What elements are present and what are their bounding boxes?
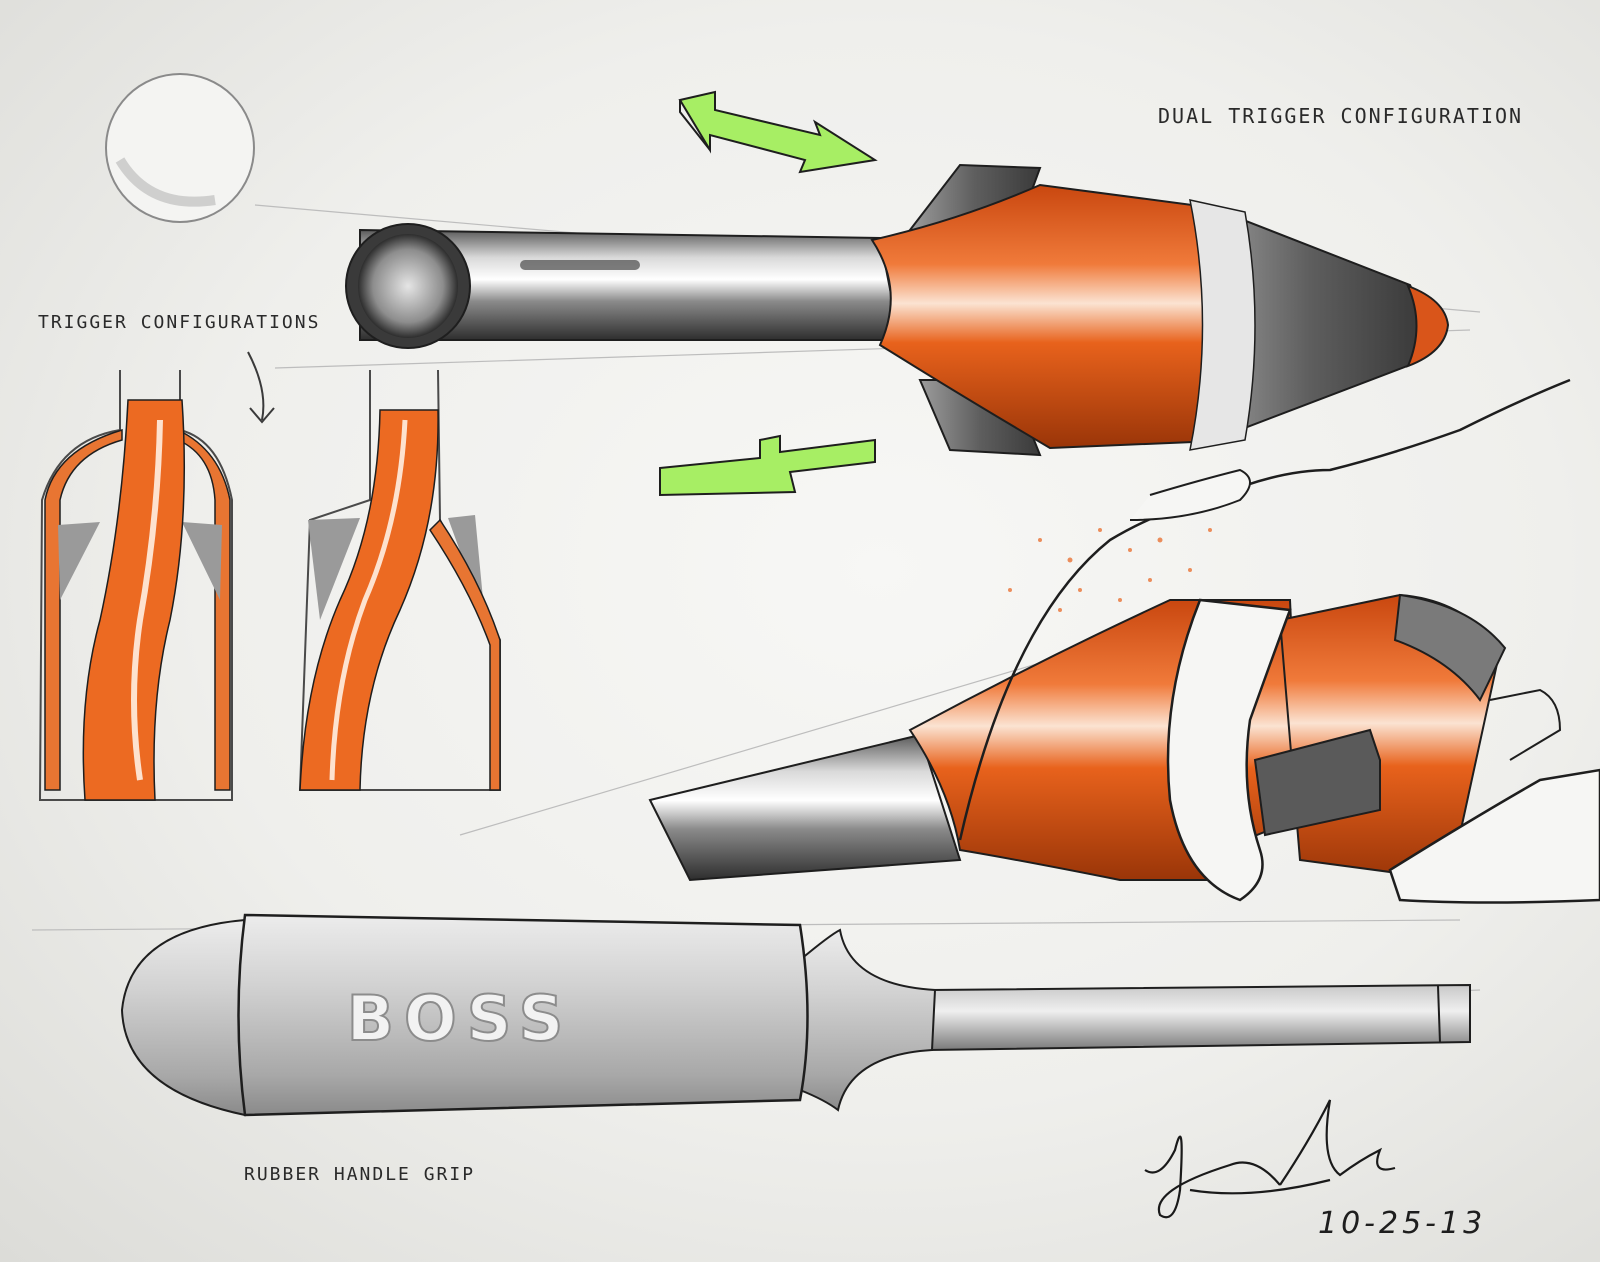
trigger-config-left	[38, 370, 233, 801]
sketch-date: 10-25-13	[1318, 1206, 1487, 1241]
pointer-arrow	[247, 351, 275, 424]
rubber-handle-grip-label: Rubber Handle Grip	[244, 1164, 476, 1185]
artist-signature	[1144, 1099, 1396, 1219]
hand-held-render	[648, 378, 1600, 904]
rubber-handle-render: BOSS	[120, 913, 1471, 1117]
handle-embossed-text: BOSS	[347, 982, 573, 1055]
dual-trigger-render	[345, 163, 1450, 457]
sphere-sketch	[105, 73, 255, 223]
green-arrow-bottom	[659, 434, 876, 497]
trigger-config-right	[298, 369, 501, 791]
trigger-configurations-label: Trigger Configurations	[38, 312, 321, 333]
dual-trigger-label: Dual Trigger Configuration	[1158, 104, 1524, 128]
green-arrow-top	[678, 90, 878, 174]
